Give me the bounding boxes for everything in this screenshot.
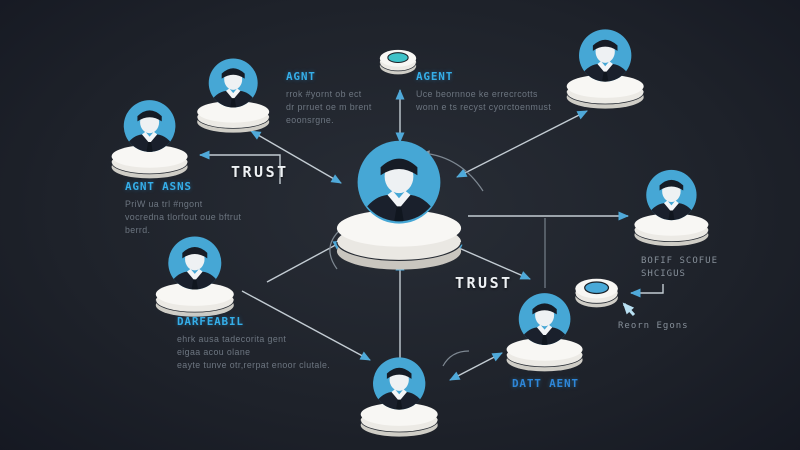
- disc-top-surface: [387, 51, 409, 63]
- agnt-note-heading: AGNT: [286, 70, 316, 83]
- disc-node-right: [572, 273, 621, 311]
- agent-node-top-left: [190, 47, 276, 138]
- agnt-note: AGNT rrok #yornt ob ect dr prruet oe m bre…: [286, 70, 372, 126]
- darfeabil-note-heading: DARFEABIL: [177, 315, 244, 328]
- agent-node-bottom-center: [353, 345, 445, 442]
- pedestal-disc: [196, 101, 270, 133]
- agnt-note-line: rrok #yornt ob ect: [286, 89, 362, 99]
- agent-node-center: [330, 127, 468, 272]
- pedestal-disc: [575, 278, 619, 308]
- pedestal-disc: [111, 144, 189, 179]
- arc-center-lower-left: [329, 228, 342, 270]
- arrow-bottomcenter-dataagent: [449, 352, 503, 381]
- arrow-topleft-center: [250, 130, 342, 184]
- agent-node-data: [499, 281, 590, 377]
- arc-center-upper-right: [422, 150, 484, 192]
- trust-label: TRUST: [455, 274, 513, 292]
- agnt-note-line: dr prruet oe m brent: [286, 101, 372, 112]
- pedestal-disc: [506, 337, 584, 372]
- pedestal-disc: [379, 49, 417, 74]
- darfeabil-note-line: eigaa acou olane: [177, 346, 251, 357]
- agnt-asns-note-heading: AGNT ASNS: [125, 180, 192, 193]
- bofif-note-line: SHCIGUS: [641, 269, 686, 279]
- darfeabil-note-line: ehrk ausa tadecorita gent: [177, 334, 287, 344]
- arc-bottomcenter-top: [442, 350, 470, 367]
- agent-node-right: [627, 158, 716, 251]
- pedestal-disc: [566, 74, 644, 109]
- reorn-note-line: Reorn Egons: [618, 321, 689, 331]
- arrow-elbow-rightdisc: [630, 284, 664, 298]
- pedestal-disc: [633, 213, 709, 247]
- agent-node-top-right: [559, 17, 651, 114]
- agent-node-left: [104, 88, 195, 184]
- bofif-note-line: BOFIF SCOFUE: [641, 256, 719, 266]
- pedestal-disc: [155, 282, 235, 317]
- reorn-note: Reorn Egons: [618, 320, 689, 333]
- arrow-center-topright: [456, 110, 588, 178]
- arrow-bottomleft-bottomcenter: [241, 290, 371, 361]
- datt-aent-label: DATT AENT: [512, 377, 579, 395]
- agnt-asns-note-line: vocredna tlorfout oue bftrut: [125, 211, 242, 222]
- pedestal-disc: [360, 402, 438, 437]
- darfeabil-note-line: eayte tunve otr,rerpat enoor clutale.: [177, 359, 331, 370]
- agent-note-line: Uce beornnoe ke errecrcotts: [416, 89, 538, 99]
- disc-node-top: [377, 45, 419, 77]
- agnt-asns-note: AGNT ASNS PriW ua trl #ngont vocredna tlor…: [125, 180, 241, 236]
- agent-note: AGENT Uce beornnoe ke errecrcotts wonn e t…: [416, 70, 551, 114]
- datt-aent-label-heading: DATT AENT: [512, 377, 579, 390]
- arrow-trust-center-dataagent: [451, 244, 531, 280]
- bofif-note: BOFIF SCOFUE SHCIGUS: [641, 255, 718, 281]
- agnt-asns-note-line: PriW ua trl #ngont: [125, 199, 203, 209]
- arrow-small-rightdisc: [622, 302, 636, 317]
- trust-label: TRUST: [231, 163, 289, 181]
- darfeabil-note: DARFEABIL ehrk ausa tadecorita gent eigaa …: [177, 315, 330, 371]
- pedestal-disc: [336, 209, 462, 270]
- disc-top-surface: [584, 281, 610, 295]
- agent-note-heading: AGENT: [416, 70, 454, 83]
- agnt-asns-note-line: berrd.: [125, 224, 151, 235]
- agnt-note-line: eoonsrgne.: [286, 114, 335, 125]
- agent-note-line: wonn e ts recyst cyorctoenmust: [416, 101, 552, 112]
- agent-node-bottom-left: [148, 224, 242, 322]
